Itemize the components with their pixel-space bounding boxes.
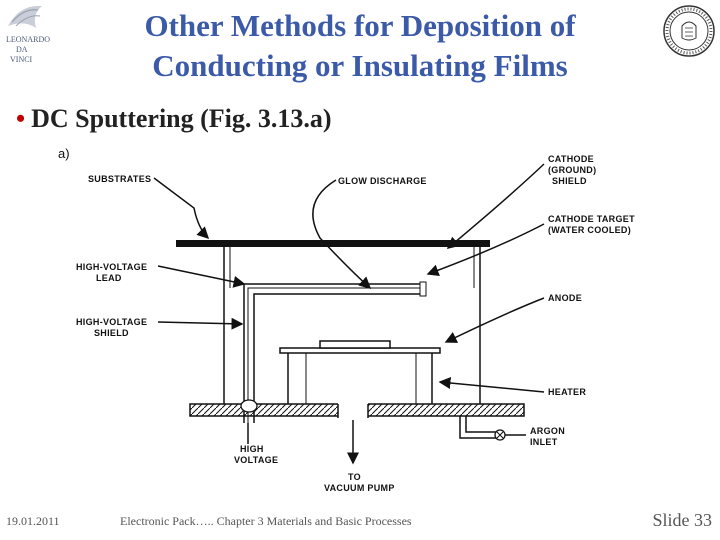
label-heater: HEATER [548, 387, 586, 397]
label-hv-shield-2: SHIELD [94, 328, 129, 338]
label-vacuum-1: TO [348, 472, 361, 482]
university-seal-icon [663, 5, 715, 57]
title-line-2: Conducting or Insulating Films [152, 48, 568, 83]
bullet-dot: • [16, 104, 26, 133]
title-line-1: Other Methods for Deposition of [144, 8, 576, 43]
label-vacuum-2: VACUUM PUMP [324, 483, 395, 493]
panel-label: a) [58, 146, 70, 161]
dc-sputtering-diagram: a) [58, 146, 635, 493]
label-hv-shield-1: HIGH-VOLTAGE [76, 317, 147, 327]
footer-course: Electronic Pack….. Chapter 3 Materials a… [120, 514, 412, 528]
slide-title: Other Methods for Deposition of Conducti… [90, 6, 630, 86]
cathode-target-plate [176, 240, 490, 247]
pump-port [338, 400, 368, 420]
label-high-voltage-1: HIGH [240, 444, 264, 454]
bullet-item: •DC Sputtering (Fig. 3.13.a) [16, 104, 332, 134]
label-hv-lead-1: HIGH-VOLTAGE [76, 262, 147, 272]
label-high-voltage-2: VOLTAGE [234, 455, 278, 465]
hv-lead [247, 287, 420, 423]
label-argon-2: INLET [530, 437, 558, 447]
substrates [319, 340, 391, 349]
label-glow-discharge: GLOW DISCHARGE [338, 176, 427, 186]
label-cathode-target-1: CATHODE TARGET [548, 214, 635, 224]
footer-slide-number: Slide 33 [652, 510, 712, 530]
bullet-text: DC Sputtering (Fig. 3.13.a) [31, 104, 332, 133]
label-argon-1: ARGON [530, 426, 565, 436]
footer-date: 19.01.2011 [6, 514, 60, 528]
leonardo-logo-line2: DA [16, 45, 28, 54]
leonardo-logo-line3: VINCI [10, 55, 33, 64]
label-cathode-shield-3: SHIELD [552, 176, 587, 186]
label-cathode-target-2: (WATER COOLED) [548, 225, 631, 235]
leonardo-logo-line1: LEONARDO [6, 35, 50, 44]
label-cathode-shield-1: CATHODE [548, 154, 594, 164]
label-anode: ANODE [548, 293, 582, 303]
label-cathode-shield-2: (GROUND) [548, 165, 596, 175]
label-substrates: SUBSTRATES [88, 174, 151, 184]
leonardo-logo: LEONARDO DA VINCI [6, 5, 50, 64]
label-hv-lead-2: LEAD [96, 273, 122, 283]
